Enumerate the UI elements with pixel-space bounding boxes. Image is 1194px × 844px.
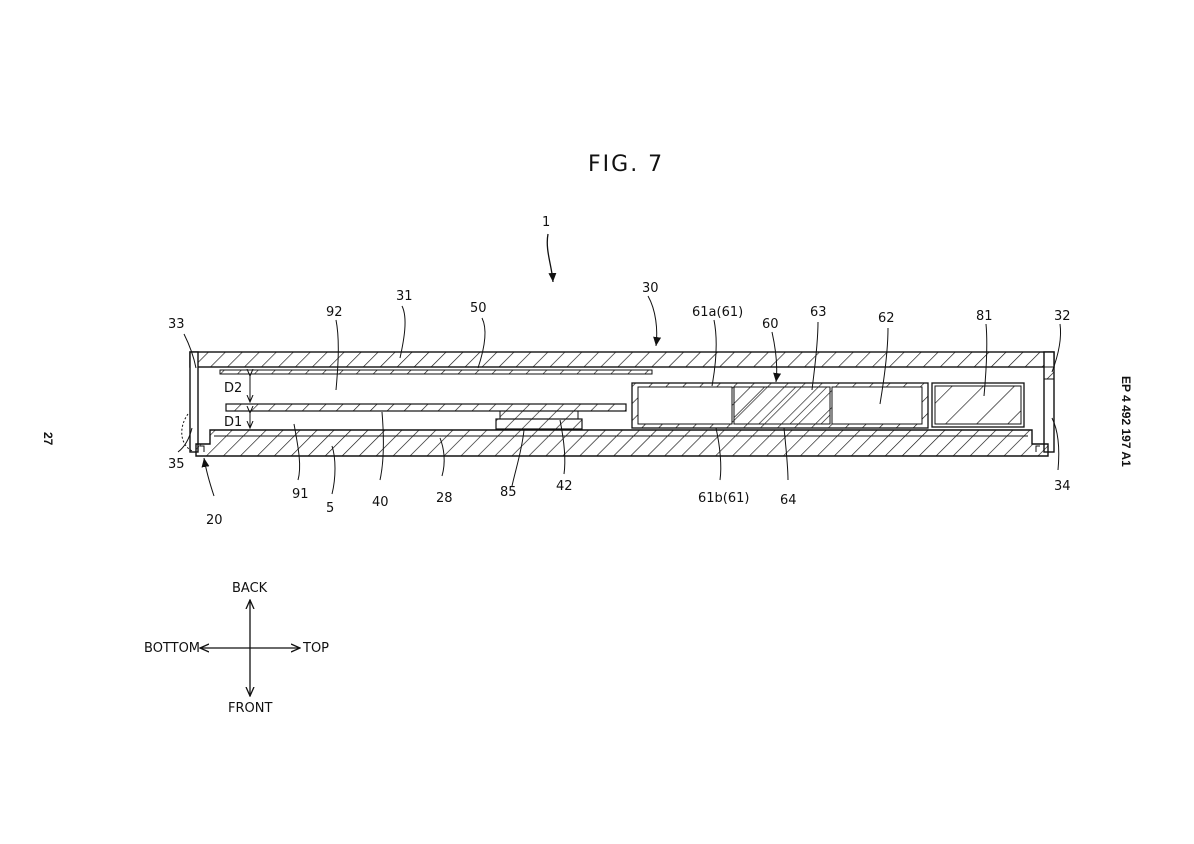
component-85 bbox=[495, 418, 583, 430]
label-91: 91 bbox=[292, 487, 309, 502]
label-5: 5 bbox=[326, 501, 334, 516]
label-32: 32 bbox=[1054, 309, 1071, 324]
leader-lines bbox=[177, 233, 1061, 497]
component-42 bbox=[499, 410, 579, 420]
base-wall bbox=[195, 429, 1049, 457]
label-92: 92 bbox=[326, 305, 343, 320]
label-61a: 61a(61) bbox=[692, 305, 743, 320]
direction-indicator: BACK FRONT BOTTOM TOP bbox=[144, 581, 329, 716]
figure-title: FIG. 7 bbox=[588, 152, 664, 177]
direction-top: TOP bbox=[302, 641, 329, 656]
board-40 bbox=[225, 403, 627, 412]
label-63: 63 bbox=[810, 305, 827, 320]
label-28: 28 bbox=[436, 491, 453, 506]
reference-numerals: 1 30 31 50 92 33 61a(61) 60 63 62 81 32 … bbox=[168, 215, 1071, 528]
page-number: 27 bbox=[41, 432, 55, 446]
label-64: 64 bbox=[780, 493, 797, 508]
battery-pack-60 bbox=[631, 382, 929, 429]
label-1: 1 bbox=[542, 215, 550, 230]
label-D2: D2 bbox=[224, 381, 242, 396]
label-D1: D1 bbox=[224, 415, 242, 430]
label-62: 62 bbox=[878, 311, 895, 326]
label-30: 30 bbox=[642, 281, 659, 296]
label-20: 20 bbox=[206, 513, 223, 528]
housing-cross-section bbox=[181, 351, 1055, 457]
label-60: 60 bbox=[762, 317, 779, 332]
label-42: 42 bbox=[556, 479, 573, 494]
label-61b: 61b(61) bbox=[698, 491, 749, 506]
document-id: EP 4 492 197 A1 bbox=[1119, 376, 1133, 467]
label-50: 50 bbox=[470, 301, 487, 316]
right-side-wall bbox=[1043, 351, 1055, 453]
left-side-wall bbox=[189, 351, 199, 453]
label-31: 31 bbox=[396, 289, 413, 304]
label-33: 33 bbox=[168, 317, 185, 332]
direction-back: BACK bbox=[232, 581, 268, 596]
direction-front: FRONT bbox=[228, 701, 272, 716]
label-85: 85 bbox=[500, 485, 517, 500]
label-40: 40 bbox=[372, 495, 389, 510]
top-cover-wall bbox=[189, 351, 1055, 368]
label-81: 81 bbox=[976, 309, 993, 324]
plate-50 bbox=[219, 369, 653, 375]
label-35: 35 bbox=[168, 457, 185, 472]
part-81 bbox=[931, 382, 1025, 428]
label-34: 34 bbox=[1054, 479, 1071, 494]
direction-bottom: BOTTOM bbox=[144, 641, 200, 656]
